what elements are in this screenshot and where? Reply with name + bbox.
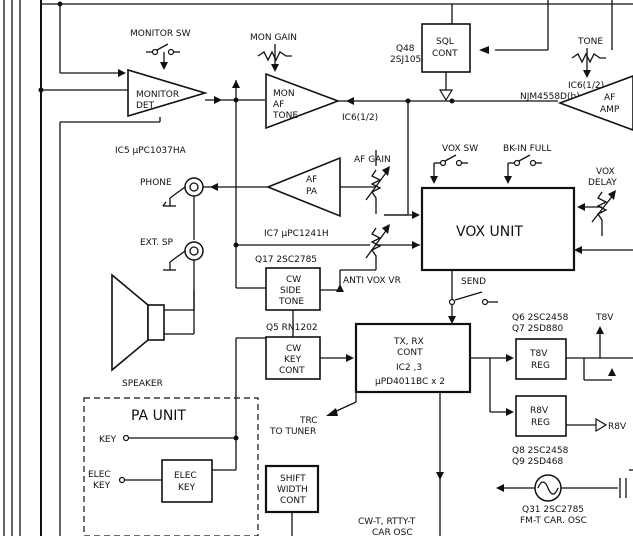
- bk-in-full-label: BK-IN FULL: [503, 144, 551, 154]
- ic6-half-label: IC6(1/2): [342, 113, 378, 123]
- shift-width-cont-box: SHIFT WIDTH CONT: [264, 464, 320, 514]
- ext-sp-label: EXT. SP: [140, 238, 174, 248]
- vox-unit-box: VOX UNIT: [420, 186, 576, 272]
- shift-text-2: WIDTH: [277, 485, 308, 495]
- t8v-reg-text-1: T8V: [529, 349, 548, 359]
- elec-key-in-2: KEY: [93, 481, 111, 491]
- af-pa-amp: AF PA: [265, 156, 341, 218]
- ext-sp-jack: [163, 241, 204, 271]
- monitor-sw-label: MONITOR SW: [130, 29, 191, 39]
- mon-af-tone-text-2: AF: [273, 100, 284, 110]
- cw-key-cont-box: CW KEY CONT: [265, 336, 321, 380]
- fmt-label: FM-T CAR. OSC: [520, 516, 587, 526]
- pa-unit-label: PA UNIT: [131, 408, 186, 424]
- txrx-text-4: µPD4011BC x 2: [375, 377, 445, 387]
- q5-label: Q5 RN1202: [266, 323, 318, 333]
- t8v-reg-box: T8V REG: [515, 338, 567, 380]
- af-gain-label: AF GAIN: [354, 155, 391, 165]
- af-pa-text-2: PA: [306, 187, 318, 197]
- q7-label: Q7 2SD880: [512, 324, 563, 334]
- af-amp: AF AMP: [557, 75, 633, 131]
- cw-key-cont-text-2: KEY: [284, 355, 302, 365]
- ic5-label: IC5 µPC1037HA: [115, 146, 187, 156]
- vox-delay-pot: [591, 190, 616, 236]
- cwt-label-1: CW-T, RTTY-T: [358, 517, 416, 527]
- speaker-label: SPEAKER: [122, 379, 163, 389]
- q31-label: Q31 2SC2785: [522, 505, 584, 515]
- fm-t-oscillator: [534, 474, 562, 502]
- vox-delay-label-2: DELAY: [588, 178, 617, 188]
- vox-switch: [430, 154, 468, 184]
- vox-delay-label-1: VOX: [596, 167, 615, 177]
- vox-unit-text: VOX UNIT: [456, 224, 523, 240]
- phone-label: PHONE: [140, 178, 172, 188]
- q48-part: 2SJ105: [390, 55, 421, 65]
- tx-rx-cont-box: TX, RX CONT IC2 ,3 µPD4011BC x 2: [354, 322, 472, 394]
- njm-label: NJM4558D(b): [520, 92, 580, 102]
- mon-af-tone-amp: MON AF TONE: [265, 72, 341, 130]
- r8v-reg-text-1: R8V: [530, 406, 549, 416]
- monitor-det-text-2: DET: [136, 101, 155, 111]
- r8v-reg-box: R8V REG: [515, 395, 567, 437]
- cw-key-cont-text-1: CW: [286, 344, 301, 354]
- tone-label: TONE: [577, 37, 603, 47]
- ic7-label: IC7 µPC1241H: [264, 229, 329, 239]
- q6-label: Q6 2SC2458: [512, 313, 569, 323]
- cwt-label-2: CAR OSC: [372, 528, 413, 536]
- monitor-det-amp: MONITOR DET: [127, 68, 208, 118]
- anti-vox-pot: [365, 224, 390, 262]
- cw-key-cont-text-3: CONT: [279, 366, 305, 376]
- r8v-out-label: R8V: [608, 422, 627, 432]
- monitor-det-text-1: MONITOR: [136, 90, 179, 100]
- mon-gain-pot: MON GAIN: [250, 33, 297, 72]
- shift-text-3: CONT: [280, 496, 306, 506]
- txrx-text-2: CONT: [397, 348, 423, 358]
- sql-cont-box: SQL CONT: [421, 23, 471, 73]
- af-amp-text-2: AMP: [600, 105, 620, 115]
- mon-af-tone-text-3: TONE: [272, 111, 298, 121]
- send-label: SEND: [461, 277, 486, 287]
- sql-cont-text-1: SQL: [436, 37, 454, 47]
- anti-vox-vr-label: ANTI VOX VR: [343, 276, 401, 286]
- af-pa-text-1: AF: [306, 175, 317, 185]
- bk-in-switch: [504, 154, 542, 184]
- q8-label: Q8 2SC2458: [512, 446, 569, 456]
- txrx-text-3: IC2 ,3: [396, 363, 422, 373]
- r8v-reg-text-2: REG: [531, 418, 550, 428]
- elec-key-in-1: ELEC: [88, 470, 111, 480]
- send-switch: [448, 291, 498, 306]
- txrx-text-1: TX, RX: [393, 337, 424, 347]
- elec-key-box-2: KEY: [178, 483, 196, 493]
- q48-label: Q48: [396, 44, 415, 54]
- vox-sw-label: VOX SW: [442, 144, 478, 154]
- ic6-half-b-label: IC6(1/2): [568, 81, 604, 91]
- mon-gain-label: MON GAIN: [250, 33, 297, 43]
- elec-key-box-1: ELEC: [174, 471, 197, 481]
- af-amp-text-1: AF: [604, 93, 615, 103]
- trc-label-1: TRC: [299, 416, 318, 426]
- cw-side-tone-box: CW SIDE TONE: [265, 267, 321, 311]
- shift-text-1: SHIFT: [280, 474, 306, 484]
- mon-af-tone-text-1: MON: [273, 89, 295, 99]
- trc-label-2: TO TUNER: [269, 427, 316, 437]
- monitor-switch: MONITOR SW: [130, 29, 191, 70]
- key-label: KEY: [99, 435, 117, 445]
- cw-side-tone-text-2: SIDE: [280, 286, 301, 296]
- q9-label: Q9 2SD468: [512, 457, 563, 467]
- t8v-out-label: T8V: [595, 313, 614, 323]
- speaker: [111, 273, 165, 372]
- cw-side-tone-text-3: TONE: [278, 297, 304, 307]
- q17-label: Q17 2SC2785: [255, 255, 317, 265]
- pa-unit-group: PA UNIT: [83, 397, 259, 536]
- elec-key-box: ELEC KEY: [161, 459, 213, 503]
- sql-cont-text-2: CONT: [432, 49, 458, 59]
- af-gain-pot: [365, 166, 390, 214]
- t8v-reg-text-2: REG: [531, 361, 550, 371]
- tone-pot: TONE: [571, 37, 606, 78]
- cw-side-tone-text-1: CW: [286, 275, 301, 285]
